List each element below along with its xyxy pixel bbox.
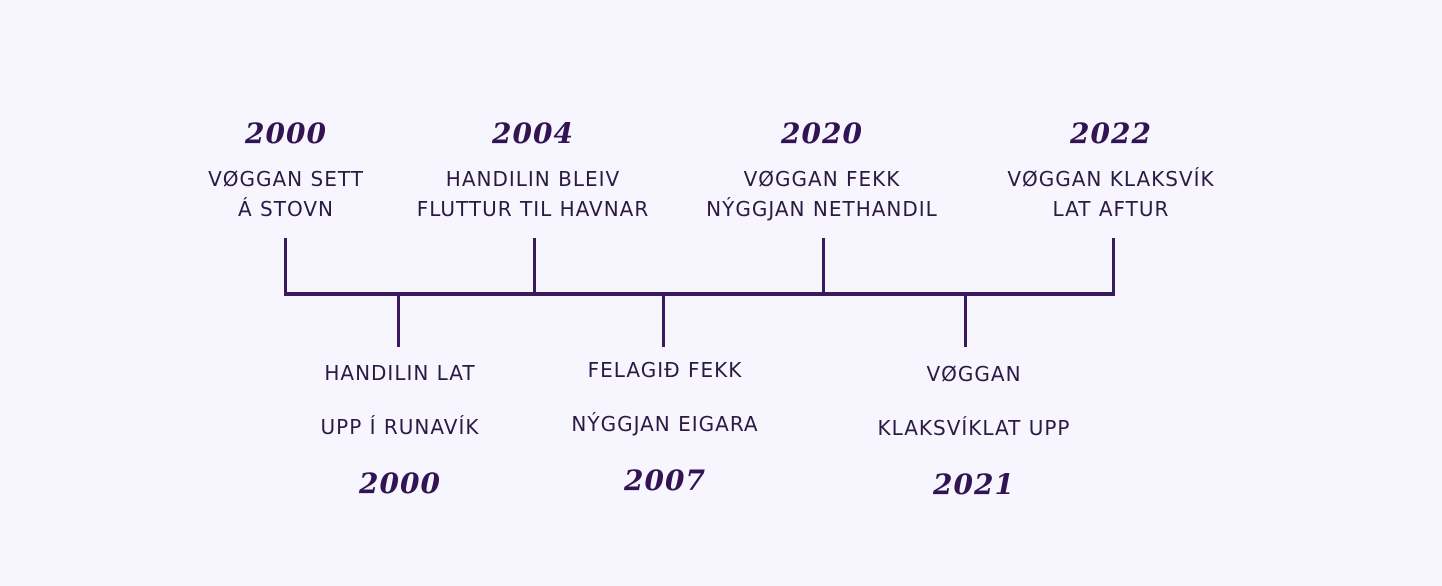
tick-top-2: [533, 238, 536, 294]
tick-top-3: [822, 238, 825, 294]
event-description-line-1: HANDILIN BLEIV: [445, 167, 621, 191]
event-top-4: 2022 VØGGAN KLAKSVÍK LAT AFTUR: [951, 116, 1271, 224]
event-year: 2000: [245, 117, 327, 150]
timeline-axis: [284, 292, 1115, 296]
event-description-line-1: VØGGAN KLAKSVÍK: [1007, 167, 1215, 191]
event-top-3: 2020 VØGGAN FEKK NÝGGJAN NETHANDIL: [662, 116, 982, 224]
event-top-2: 2004 HANDILIN BLEIV FLUTTUR TIL HAVNAR: [373, 116, 693, 224]
event-description-line-1: HANDILIN LAT: [324, 361, 476, 385]
event-description-line-2: NÝGGJAN NETHANDIL: [706, 197, 938, 221]
tick-bottom-3: [964, 294, 967, 347]
event-description-line-2: UPP Í RUNAVÍK: [320, 415, 480, 439]
event-year: 2020: [781, 117, 863, 150]
tick-top-4: [1112, 238, 1115, 294]
event-year: 2021: [933, 468, 1015, 501]
event-bottom-2: FELAGIÐ FEKK NÝGGJAN EIGARA 2007: [505, 355, 825, 499]
event-description-line-1: VØGGAN SETT: [208, 167, 364, 191]
tick-bottom-2: [662, 294, 665, 347]
event-bottom-3: VØGGAN KLAKSVÍKLAT UPP 2021: [814, 359, 1134, 503]
event-year: 2007: [624, 464, 706, 497]
event-year: 2022: [1070, 117, 1152, 150]
event-bottom-1: HANDILIN LAT UPP Í RUNAVÍK 2000: [240, 358, 560, 502]
event-description-line-2: KLAKSVÍKLAT UPP: [877, 416, 1071, 440]
event-description-line-1: VØGGAN: [926, 362, 1022, 386]
event-description-line-1: FELAGIÐ FEKK: [587, 358, 743, 382]
event-description-line-2: Á STOVN: [238, 197, 334, 221]
tick-top-1: [284, 238, 287, 294]
event-description-line-2: LAT AFTUR: [1052, 197, 1170, 221]
event-year: 2004: [492, 117, 574, 150]
event-description-line-2: NÝGGJAN EIGARA: [571, 412, 759, 436]
event-description-line-1: VØGGAN FEKK: [743, 167, 901, 191]
tick-bottom-1: [397, 294, 400, 347]
event-top-1: 2000 VØGGAN SETT Á STOVN: [126, 116, 446, 224]
event-year: 2000: [359, 467, 441, 500]
event-description-line-2: FLUTTUR TIL HAVNAR: [416, 197, 650, 221]
